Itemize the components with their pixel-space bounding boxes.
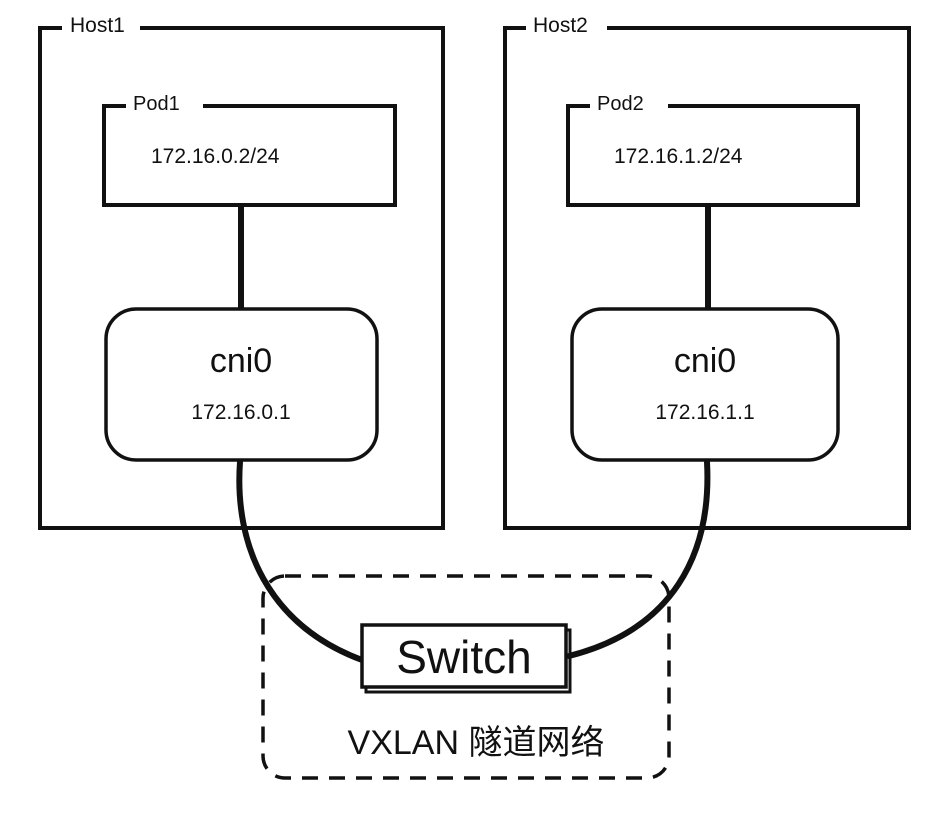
switch-group: Switch [360, 623, 572, 694]
pod2-box [566, 104, 860, 207]
host1-cni0-box [104, 307, 379, 462]
host2-cable [566, 459, 711, 659]
switch-box [360, 623, 568, 689]
host2-cni0-box [570, 307, 840, 462]
host2-title: Host2 [533, 14, 588, 37]
pod2-title: Pod2 [597, 93, 644, 115]
host2-box [503, 26, 911, 530]
host1-title: Host1 [70, 14, 125, 37]
host2-cni0-name: cni0 [674, 342, 736, 380]
pod2-ip: 172.16.1.2/24 [614, 145, 743, 168]
vxlan-tunnel-label: VXLAN 隧道网络 [348, 724, 605, 762]
host1-cni0-ip: 172.16.0.1 [191, 401, 290, 424]
pod1-ip: 172.16.0.2/24 [151, 145, 280, 168]
vxlan-tunnel-region [261, 574, 671, 780]
host2-cni0-ip: 172.16.1.1 [655, 401, 754, 424]
switch-label: Switch [396, 631, 531, 683]
host1-group: Host1 Pod1 172.16.0.2/24 cni0 172.16.0.1 [38, 14, 445, 530]
host2-group: Host2 Pod2 172.16.1.2/24 cni0 172.16.1.1 [503, 14, 911, 530]
host1-cni0-name: cni0 [210, 342, 272, 380]
pod1-title: Pod1 [133, 93, 180, 115]
host1-cable [236, 459, 365, 663]
pod1-box [102, 104, 397, 207]
